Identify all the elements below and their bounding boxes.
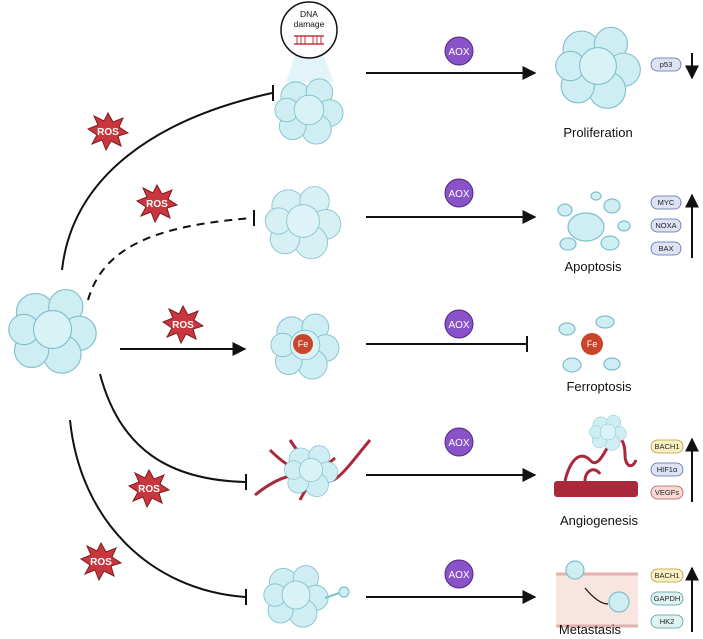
svg-text:damage: damage <box>294 19 325 29</box>
outcome-label: Ferroptosis <box>566 379 632 394</box>
pathway-metastasis-inhibit <box>69 419 246 598</box>
ros-badge: ROS <box>127 468 171 509</box>
svg-text:NOXA: NOXA <box>655 221 676 230</box>
svg-text:ROS: ROS <box>138 484 160 495</box>
ros-badge: ROS <box>86 111 130 152</box>
marker-pill: BACH1 <box>650 439 684 454</box>
apoptosis-fragments <box>557 191 631 251</box>
svg-text:AOX: AOX <box>448 189 469 200</box>
svg-text:Fe: Fe <box>298 339 309 349</box>
outcome-label: Angiogenesis <box>560 513 639 528</box>
svg-text:AOX: AOX <box>448 47 469 58</box>
svg-text:ROS: ROS <box>146 199 168 210</box>
aox-badge: AOX <box>444 178 474 208</box>
proliferation-cell-cluster <box>555 26 641 109</box>
cell-apoptosis-stage <box>264 186 342 260</box>
svg-text:p53: p53 <box>660 60 673 69</box>
svg-text:HK2: HK2 <box>660 617 675 626</box>
pathway-apoptosis-inhibit <box>87 217 253 301</box>
ferroptosis-fragments: Fe <box>558 315 621 373</box>
outcome-label: Apoptosis <box>564 259 622 274</box>
metastasis-vessel-illustration <box>556 560 638 628</box>
ros-badge: ROS <box>79 541 123 582</box>
aox-badge: AOX <box>444 559 474 589</box>
pathway-proliferation-inhibit <box>61 92 273 271</box>
aox-badge: AOX <box>444 309 474 339</box>
marker-pill: BACH1 <box>650 568 684 583</box>
cell-proliferation-stage <box>274 78 344 145</box>
marker-pill: p53 <box>650 57 682 72</box>
svg-text:AOX: AOX <box>448 570 469 581</box>
svg-text:AOX: AOX <box>448 438 469 449</box>
angiogenesis-vessel-illustration <box>554 414 638 497</box>
outcome-label: Metastasis <box>559 622 622 637</box>
ros-badge: ROS <box>135 183 179 224</box>
aox-badge: AOX <box>444 427 474 457</box>
pathway-angiogenesis-inhibit <box>99 373 246 483</box>
svg-text:BACH1: BACH1 <box>654 571 679 580</box>
marker-pill: HIF1α <box>650 462 684 477</box>
dna-helix-icon <box>294 35 324 45</box>
dna-damage-callout: DNA damage <box>280 1 338 82</box>
cell-metastasis-stage <box>263 565 350 628</box>
svg-text:VEGFs: VEGFs <box>655 488 679 497</box>
svg-text:ROS: ROS <box>90 557 112 568</box>
svg-text:MYC: MYC <box>658 198 675 207</box>
marker-pill: HK2 <box>650 614 684 629</box>
svg-text:ROS: ROS <box>97 127 119 138</box>
marker-pill: MYC <box>650 195 682 210</box>
marker-pill: BAX <box>650 241 682 256</box>
svg-text:GAPDH: GAPDH <box>654 594 681 603</box>
marker-pill: GAPDH <box>650 591 684 606</box>
svg-text:BACH1: BACH1 <box>654 442 679 451</box>
svg-text:AOX: AOX <box>448 320 469 331</box>
svg-text:HIF1α: HIF1α <box>657 465 678 474</box>
ros-badge: ROS <box>161 304 205 345</box>
outcome-label: Proliferation <box>563 125 632 140</box>
marker-pill: VEGFs <box>650 485 684 500</box>
svg-text:Fe: Fe <box>587 339 598 349</box>
iron-icon <box>581 333 603 355</box>
marker-pill: NOXA <box>650 218 682 233</box>
svg-text:BAX: BAX <box>658 244 673 253</box>
iron-icon <box>293 334 313 354</box>
source-cell <box>7 288 98 375</box>
aox-badge: AOX <box>444 36 474 66</box>
svg-text:ROS: ROS <box>172 320 194 331</box>
cell-angiogenesis-stage <box>254 439 372 501</box>
svg-text:DNA: DNA <box>300 9 318 19</box>
cell-ferroptosis-stage: Fe <box>270 313 340 380</box>
